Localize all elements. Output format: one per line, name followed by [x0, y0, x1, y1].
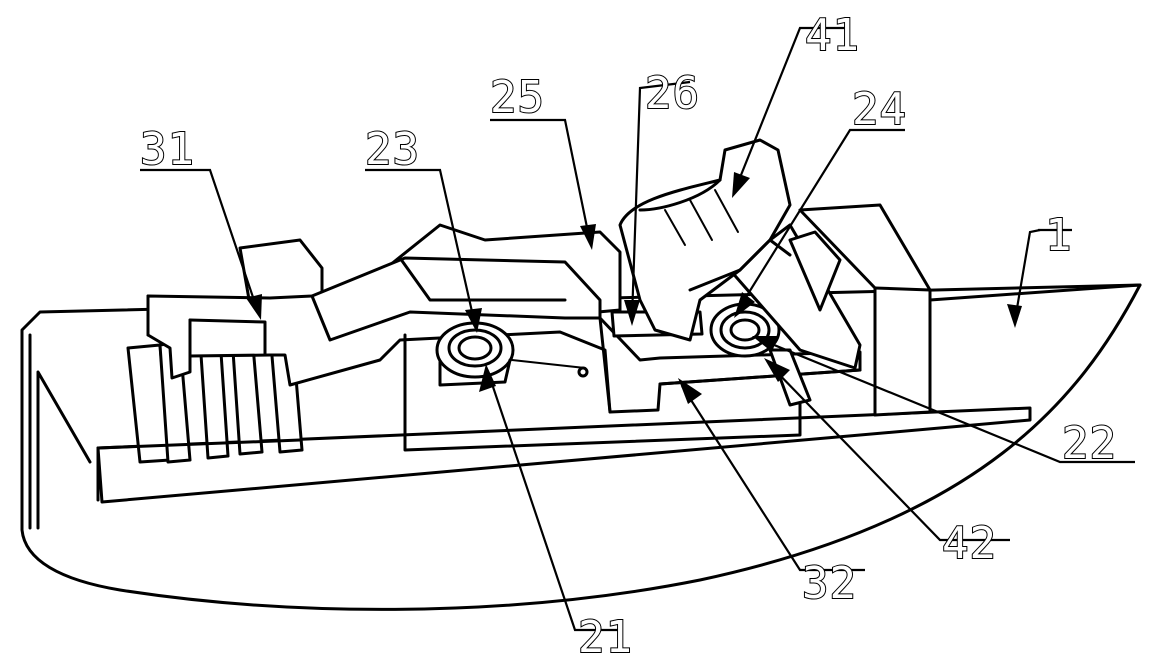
pivot-left — [435, 321, 589, 387]
ref-label-42: 42 — [942, 518, 997, 569]
ref-label-32: 32 — [802, 558, 857, 609]
leaders — [140, 26, 1135, 632]
ref-label-21: 21 — [578, 612, 633, 663]
ref-label-23: 23 — [365, 124, 420, 175]
ref-label-25: 25 — [490, 72, 545, 123]
slider-lever — [146, 256, 862, 452]
ref-label-1: 1 — [1045, 210, 1073, 261]
ref-label-24: 24 — [852, 84, 907, 135]
ref-label-26: 26 — [645, 68, 700, 119]
ref-label-41: 41 — [805, 10, 860, 61]
reference-labels: 1 21 22 23 24 25 26 31 32 41 42 — [139, 9, 1117, 663]
ref-label-31: 31 — [140, 124, 195, 175]
ref-label-22: 22 — [1062, 418, 1117, 469]
